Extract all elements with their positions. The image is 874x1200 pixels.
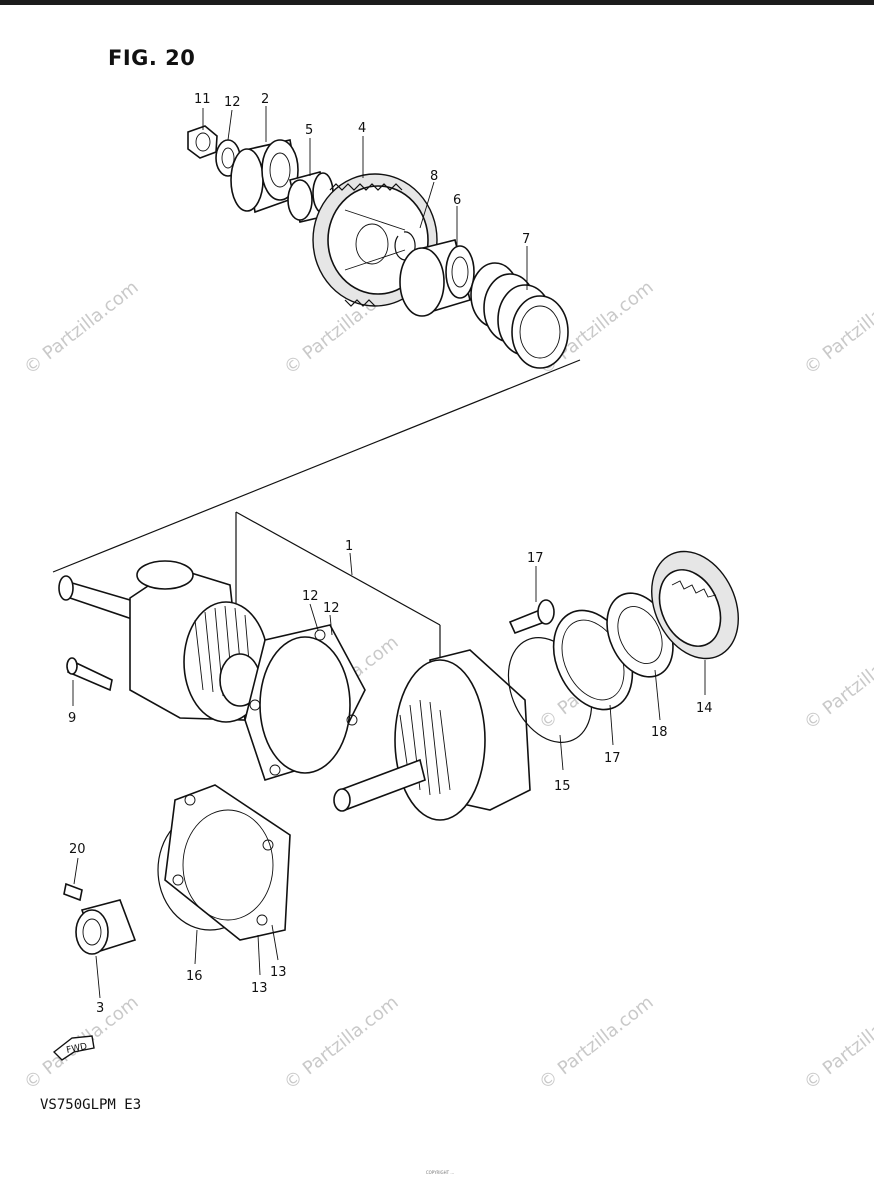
callout-17: 17	[604, 751, 621, 766]
model-code: VS750GLPM E3	[40, 1097, 142, 1113]
callout-16: 16	[186, 969, 203, 984]
callout-14: 14	[696, 701, 713, 716]
callout-4: 4	[358, 121, 366, 136]
callout-9: 9	[68, 711, 76, 726]
callout-7: 7	[522, 232, 530, 247]
top-border	[0, 0, 874, 5]
stud-part-9	[66, 657, 113, 692]
callout-5: 5	[305, 123, 313, 138]
nut-ring-part-14	[651, 550, 739, 660]
callout-19: 17	[527, 551, 544, 566]
bearing-part-2	[230, 139, 301, 214]
watermark: © Partzilla.com	[800, 632, 874, 734]
gasket-part-13	[164, 784, 291, 941]
bearing-part-3	[75, 899, 137, 955]
watermark: © Partzilla.com	[800, 992, 874, 1094]
gear-case-part-1	[333, 649, 531, 821]
watermark: © Partzilla.com	[535, 992, 657, 1094]
pinion-housing-part-1	[58, 560, 269, 723]
callout-15: 15	[554, 779, 571, 794]
watermark: © Partzilla.com	[280, 992, 402, 1094]
cam-part-6	[399, 239, 475, 317]
callout-1: 1	[345, 539, 353, 554]
callout-18: 18	[651, 725, 668, 740]
callout-12b: 12	[323, 601, 340, 616]
callout-3: 3	[96, 1001, 104, 1016]
callout-labels: 11 12 2 5 4 8 6 7 1 17 12 12 9 14 18 17 …	[68, 92, 713, 1016]
bolt-part-19	[508, 599, 555, 635]
callout-11: 12	[224, 95, 241, 110]
spring-part-7	[470, 262, 569, 369]
copyright-footer: COPYRIGHT ...	[425, 1170, 455, 1175]
callout-8: 8	[430, 169, 438, 184]
fwd-arrow-icon: FWD	[52, 1035, 95, 1061]
watermark: © Partzilla.com	[800, 277, 874, 379]
figure-title: FIG. 20	[108, 46, 196, 70]
callout-2: 2	[261, 92, 269, 107]
gasket-part-12	[244, 624, 366, 781]
pin-part-20	[63, 882, 83, 902]
callout-12a: 12	[302, 589, 319, 604]
watermark: © Partzilla.com	[20, 277, 142, 379]
nut-part-10	[187, 125, 218, 159]
callout-20: 20	[69, 842, 86, 857]
callout-6: 6	[453, 193, 461, 208]
callout-10: 11	[194, 92, 211, 107]
callout-13a: 13	[251, 981, 268, 996]
leader-lines	[72, 106, 706, 999]
fwd-label: FWD	[66, 1042, 89, 1056]
callout-13b: 13	[270, 965, 287, 980]
